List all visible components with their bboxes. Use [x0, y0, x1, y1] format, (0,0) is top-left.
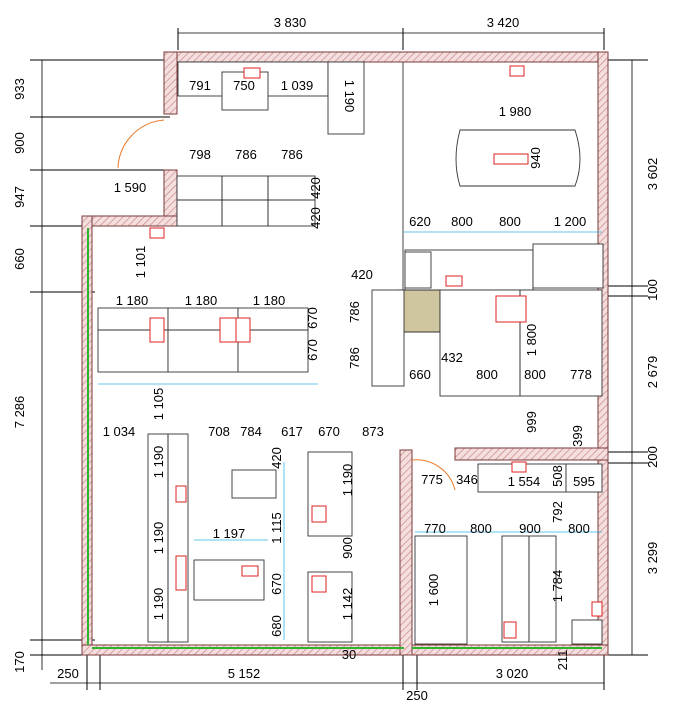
- dim-h-29: 1 554: [508, 474, 541, 489]
- dim-top-0: 3 830: [274, 15, 307, 30]
- dim-h-18: 800: [476, 367, 498, 382]
- dim-h-17: 660: [409, 367, 431, 382]
- dim-v-2: 420: [308, 177, 323, 199]
- dim-v-14: 1 115: [269, 512, 284, 544]
- dim-bottom-2: 3 020: [496, 666, 529, 681]
- dim-h-3: 1 980: [499, 104, 532, 119]
- dim-h-1: 750: [233, 78, 255, 93]
- dim-v-13: 420: [269, 447, 284, 469]
- dim-h-11: 1 200: [554, 214, 587, 229]
- dim-h-7: 1 590: [114, 180, 147, 195]
- dim-v-27: 211: [555, 650, 570, 671]
- dim-h-13: 1 180: [116, 293, 149, 308]
- dimension-labels: 3 830 3 420 933 900 947 660 7 286 170 3 …: [12, 15, 660, 703]
- dim-v-20: 1 800: [524, 324, 539, 357]
- dim-h-4: 798: [189, 147, 211, 162]
- dim-h-30: 595: [573, 474, 595, 489]
- dim-h-14: 1 180: [185, 293, 218, 308]
- dim-v-18: 900: [340, 537, 355, 559]
- dim-h-35: 800: [568, 521, 590, 536]
- dim-v-8: 786: [347, 347, 362, 369]
- dim-v-6: 670: [305, 339, 320, 361]
- dim-v-10: 1 190: [151, 446, 166, 479]
- dim-v-9: 1 105: [151, 388, 166, 421]
- dim-right-0: 3 602: [645, 158, 660, 191]
- dim-left-1: 900: [12, 132, 27, 154]
- dim-v-7: 786: [347, 301, 362, 323]
- dim-h-2: 1 039: [281, 78, 314, 93]
- doors: [117, 62, 456, 491]
- dim-left-4: 7 286: [12, 396, 27, 429]
- outlets: [149, 65, 603, 639]
- dim-h-6: 786: [281, 147, 303, 162]
- dim-h-20: 778: [570, 367, 592, 382]
- dim-h-34: 900: [519, 521, 541, 536]
- dim-v-12: 1 190: [151, 588, 166, 621]
- dim-left-0: 933: [12, 78, 27, 100]
- dim-bottom-1: 5 152: [228, 666, 261, 681]
- dim-h-25: 670: [318, 424, 340, 439]
- dim-bottom-0: 250: [57, 666, 79, 681]
- reference-lines: [98, 231, 602, 640]
- dim-h-31: 1 197: [213, 526, 246, 541]
- dim-h-19: 800: [524, 367, 546, 382]
- dim-right-2: 2 679: [645, 356, 660, 389]
- dim-right-4: 3 299: [645, 542, 660, 575]
- dim-v-1: 940: [528, 147, 543, 169]
- dimension-lines: [30, 28, 648, 690]
- dim-v-23: 508: [550, 465, 565, 487]
- dim-v-15: 670: [269, 573, 284, 595]
- dim-h-26: 873: [362, 424, 384, 439]
- dim-v-28: 30: [342, 647, 356, 662]
- dim-v-19: 1 142: [340, 588, 355, 621]
- dim-h-12: 420: [351, 267, 373, 282]
- dim-v-4: 1 101: [133, 246, 148, 279]
- window-lines: [87, 228, 602, 649]
- dim-h-32: 770: [424, 521, 446, 536]
- dim-right-1: 100: [645, 279, 660, 301]
- dim-h-22: 708: [208, 424, 230, 439]
- dim-h-27: 775: [421, 472, 443, 487]
- dim-v-0: 1 190: [342, 80, 357, 113]
- dim-v-17: 1 190: [340, 464, 355, 497]
- dim-h-24: 617: [281, 424, 303, 439]
- dim-v-3: 420: [308, 207, 323, 229]
- dim-h-23: 784: [240, 424, 262, 439]
- dim-top-1: 3 420: [487, 15, 520, 30]
- dim-v-24: 792: [550, 501, 565, 523]
- dim-v-25: 1 600: [426, 574, 441, 607]
- dim-h-5: 786: [235, 147, 257, 162]
- dim-v-16: 680: [269, 615, 284, 637]
- dim-h-16: 432: [441, 350, 463, 365]
- dim-left-5: 170: [12, 651, 27, 673]
- dim-h-33: 800: [470, 521, 492, 536]
- dim-right-3: 200: [645, 446, 660, 468]
- dim-h-28: 346: [456, 472, 478, 487]
- dim-left-3: 660: [12, 248, 27, 270]
- dim-v-11: 1 190: [151, 522, 166, 555]
- dim-v-5: 670: [305, 307, 320, 329]
- dim-h-10: 800: [499, 214, 521, 229]
- dim-left-2: 947: [12, 186, 27, 208]
- dim-h-8: 620: [409, 214, 431, 229]
- dim-h-21: 1 034: [103, 424, 136, 439]
- dim-h-0: 791: [189, 78, 211, 93]
- dim-bottom-3: 250: [406, 688, 428, 703]
- dim-h-9: 800: [451, 214, 473, 229]
- dim-h-15: 1 180: [253, 293, 286, 308]
- dim-v-26: 1 784: [550, 570, 565, 603]
- dim-v-22: 399: [570, 425, 585, 447]
- dim-v-21: 999: [524, 411, 539, 433]
